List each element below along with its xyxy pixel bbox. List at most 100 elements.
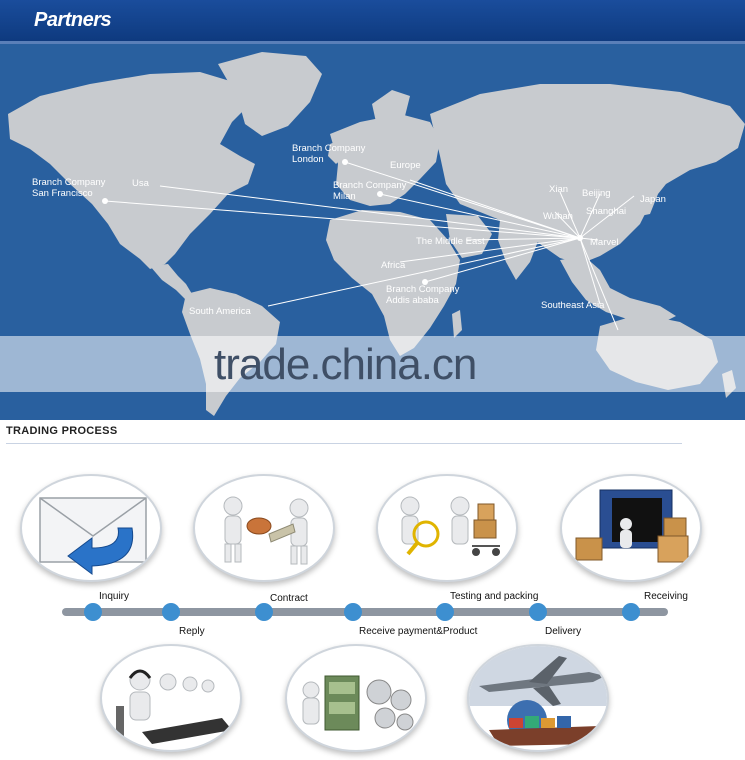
label-xian: Xian: [549, 184, 568, 195]
step-receiving: Receiving: [644, 591, 688, 602]
line-japan: [579, 195, 635, 239]
europe-shape: [330, 114, 440, 206]
line-addis: [424, 237, 581, 283]
label-africa: Africa: [381, 260, 405, 271]
label-line: Usa: [132, 178, 149, 189]
label-shanghai: Shanghai: [586, 206, 626, 217]
watermark-band: [0, 336, 745, 392]
label-line: South America: [189, 306, 251, 317]
dot-milan: [377, 191, 383, 197]
label-line: Africa: [381, 260, 406, 271]
asia-shape: [430, 84, 745, 264]
japan-shape: [636, 172, 658, 216]
label-line: Japan: [640, 194, 666, 205]
line-beijing: [579, 193, 601, 239]
connection-lines: [104, 161, 635, 331]
node-inquiry: [84, 603, 102, 621]
label-line: Milan: [333, 191, 356, 202]
label-southeast-asia: Southeast Asia: [541, 300, 604, 311]
label-line: Shanghai: [586, 206, 627, 217]
se-asia-shape: [560, 256, 676, 324]
line-marvel: [579, 237, 599, 241]
reply-illustration: [100, 644, 242, 752]
label-line: Branch Company: [32, 177, 106, 188]
step-receive-payment: Receive payment&Product: [359, 626, 478, 637]
label-line: Xian: [549, 184, 569, 195]
line-middle-east: [465, 237, 581, 241]
call-center-icon: [116, 669, 232, 744]
line-london: [344, 161, 581, 239]
node-receiving: [622, 603, 640, 621]
line-se-asia: [579, 237, 601, 305]
envelope-icon: [39, 497, 147, 575]
line-wuhan: [554, 211, 581, 239]
madagascar-shape: [452, 310, 462, 338]
central-america-shape: [150, 264, 192, 300]
step-inquiry: Inquiry: [99, 591, 130, 602]
dot-addis: [422, 279, 428, 285]
receive-payment-illustration: [285, 644, 427, 752]
label-line: Branch Company: [292, 143, 366, 154]
label-milan: Branch Company Milan: [333, 180, 406, 202]
label-line: Addis ababa: [386, 295, 439, 306]
dot-london: [342, 159, 348, 165]
scandinavia-shape: [372, 90, 410, 128]
node-testing-packing: [436, 603, 454, 621]
line-australia: [579, 237, 619, 331]
label-japan: Japan: [640, 194, 666, 205]
label-addis: Branch Company Addis ababa: [386, 284, 459, 306]
delivery-illustration: [467, 644, 609, 752]
money-gears-icon: [302, 675, 414, 731]
node-receive-payment: [344, 603, 362, 621]
header-bar: Partners: [0, 0, 745, 44]
step-testing-packing: Testing and packing: [450, 591, 539, 602]
section-divider: [6, 443, 682, 444]
africa-shape: [326, 210, 460, 356]
label-line: Branch Company: [333, 180, 407, 191]
line-usa: [159, 185, 581, 239]
label-london: Branch Company London: [292, 143, 365, 165]
label-line: London: [292, 154, 324, 165]
line-south-america: [267, 237, 581, 307]
label-line: Wuhan: [543, 211, 573, 222]
dot-san-francisco: [102, 198, 108, 204]
line-san-francisco: [104, 200, 581, 239]
node-contract: [255, 603, 273, 621]
label-beijing: Beijing: [582, 188, 611, 199]
dot-hub: [577, 235, 583, 241]
label-line: San Francisco: [32, 188, 93, 199]
line-xian: [559, 191, 581, 239]
label-line: The Middle East: [416, 236, 485, 247]
step-delivery: Delivery: [545, 626, 582, 637]
line-africa: [399, 237, 581, 263]
greenland-shape: [218, 52, 322, 136]
world-map: Branch Company San Francisco Usa Branch …: [0, 44, 745, 420]
label-line: Beijing: [582, 188, 611, 199]
trading-process-title: TRADING PROCESS: [6, 425, 118, 437]
uk-shape: [328, 140, 344, 164]
receiving-illustration: [560, 474, 702, 582]
label-marvel: Marvel: [590, 237, 619, 248]
contract-illustration: [193, 474, 335, 582]
label-line: Branch Company: [386, 284, 460, 295]
page-title: Partners: [34, 9, 112, 31]
step-reply: Reply: [179, 626, 205, 637]
label-middle-east: The Middle East: [416, 236, 485, 247]
label-south-america: South America: [189, 306, 251, 317]
label-san-francisco: Branch Company San Francisco: [32, 177, 105, 199]
north-america-shape: [8, 72, 255, 269]
watermark: trade.china.cn: [214, 340, 477, 389]
handshake-people-icon: [223, 496, 309, 565]
label-line: Marvel: [590, 237, 619, 248]
node-delivery: [529, 603, 547, 621]
arabia-shape: [446, 214, 492, 258]
container-boxes-icon: [575, 489, 689, 563]
inquiry-illustration: [20, 474, 162, 582]
label-europe: Europe: [390, 160, 421, 171]
testing-packing-illustration: [376, 474, 518, 582]
node-reply: [162, 603, 180, 621]
process-timeline: [62, 608, 668, 616]
step-contract: Contract: [270, 593, 308, 604]
label-wuhan: Wuhan: [543, 211, 573, 222]
line-europe: [409, 179, 581, 239]
